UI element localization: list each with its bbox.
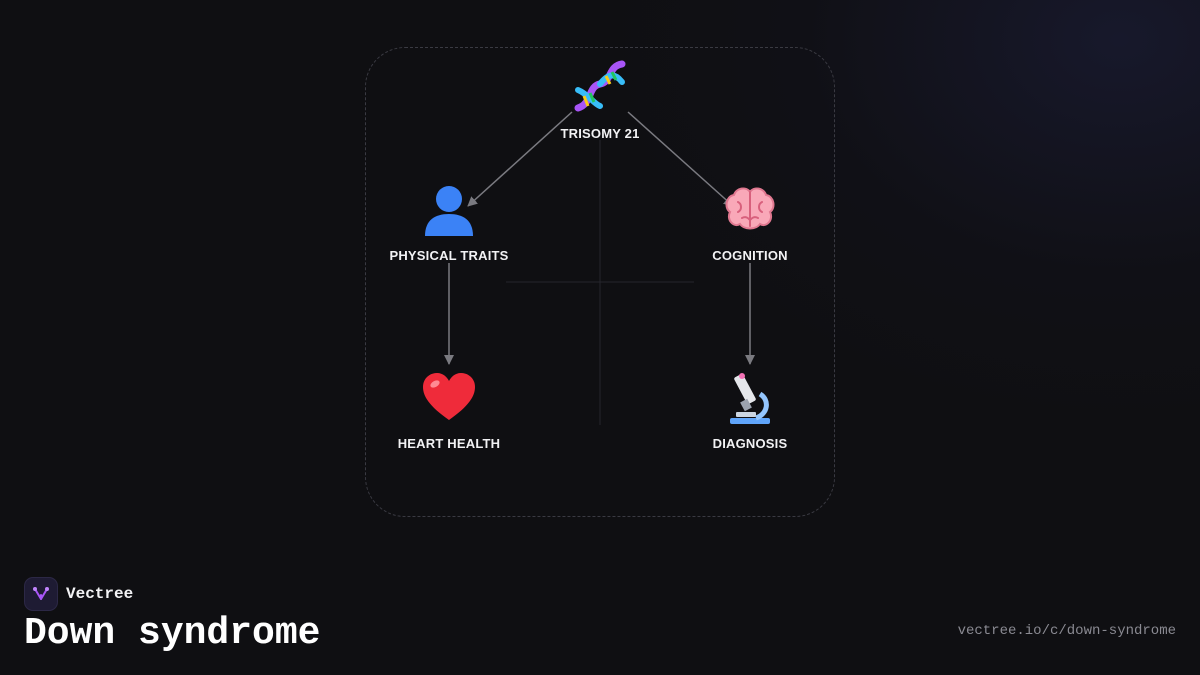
node-label: DIAGNOSIS: [712, 436, 788, 451]
node-label: COGNITION: [712, 248, 788, 263]
node-label: PHYSICAL TRAITS: [389, 248, 509, 263]
source-url-link[interactable]: vectree.io/c/down-syndrome: [957, 623, 1176, 639]
node-diagnosis[interactable]: DIAGNOSIS: [670, 370, 830, 451]
node-heart-health[interactable]: HEART HEALTH: [369, 370, 529, 451]
dna-icon: [574, 60, 626, 112]
edge-trisomy-to-cognition: [627, 111, 734, 207]
node-label: TRISOMY 21: [560, 126, 640, 141]
person-silhouette-icon: [425, 186, 473, 236]
node-trisomy-21[interactable]: TRISOMY 21: [520, 60, 680, 141]
vectree-logo-icon: [24, 577, 58, 611]
microscope-icon: [730, 373, 770, 424]
node-cognition[interactable]: COGNITION: [670, 182, 830, 263]
edge-trisomy-to-physical-traits: [467, 111, 573, 207]
node-physical-traits[interactable]: PHYSICAL TRAITS: [369, 182, 529, 263]
brand[interactable]: Vectree: [24, 577, 133, 611]
node-label: HEART HEALTH: [397, 436, 501, 451]
page-title: Down syndrome: [24, 612, 321, 655]
brain-icon: [725, 187, 775, 230]
red-heart-icon: [423, 373, 475, 420]
brand-name: Vectree: [66, 585, 134, 603]
diagram-frame: [365, 47, 835, 517]
